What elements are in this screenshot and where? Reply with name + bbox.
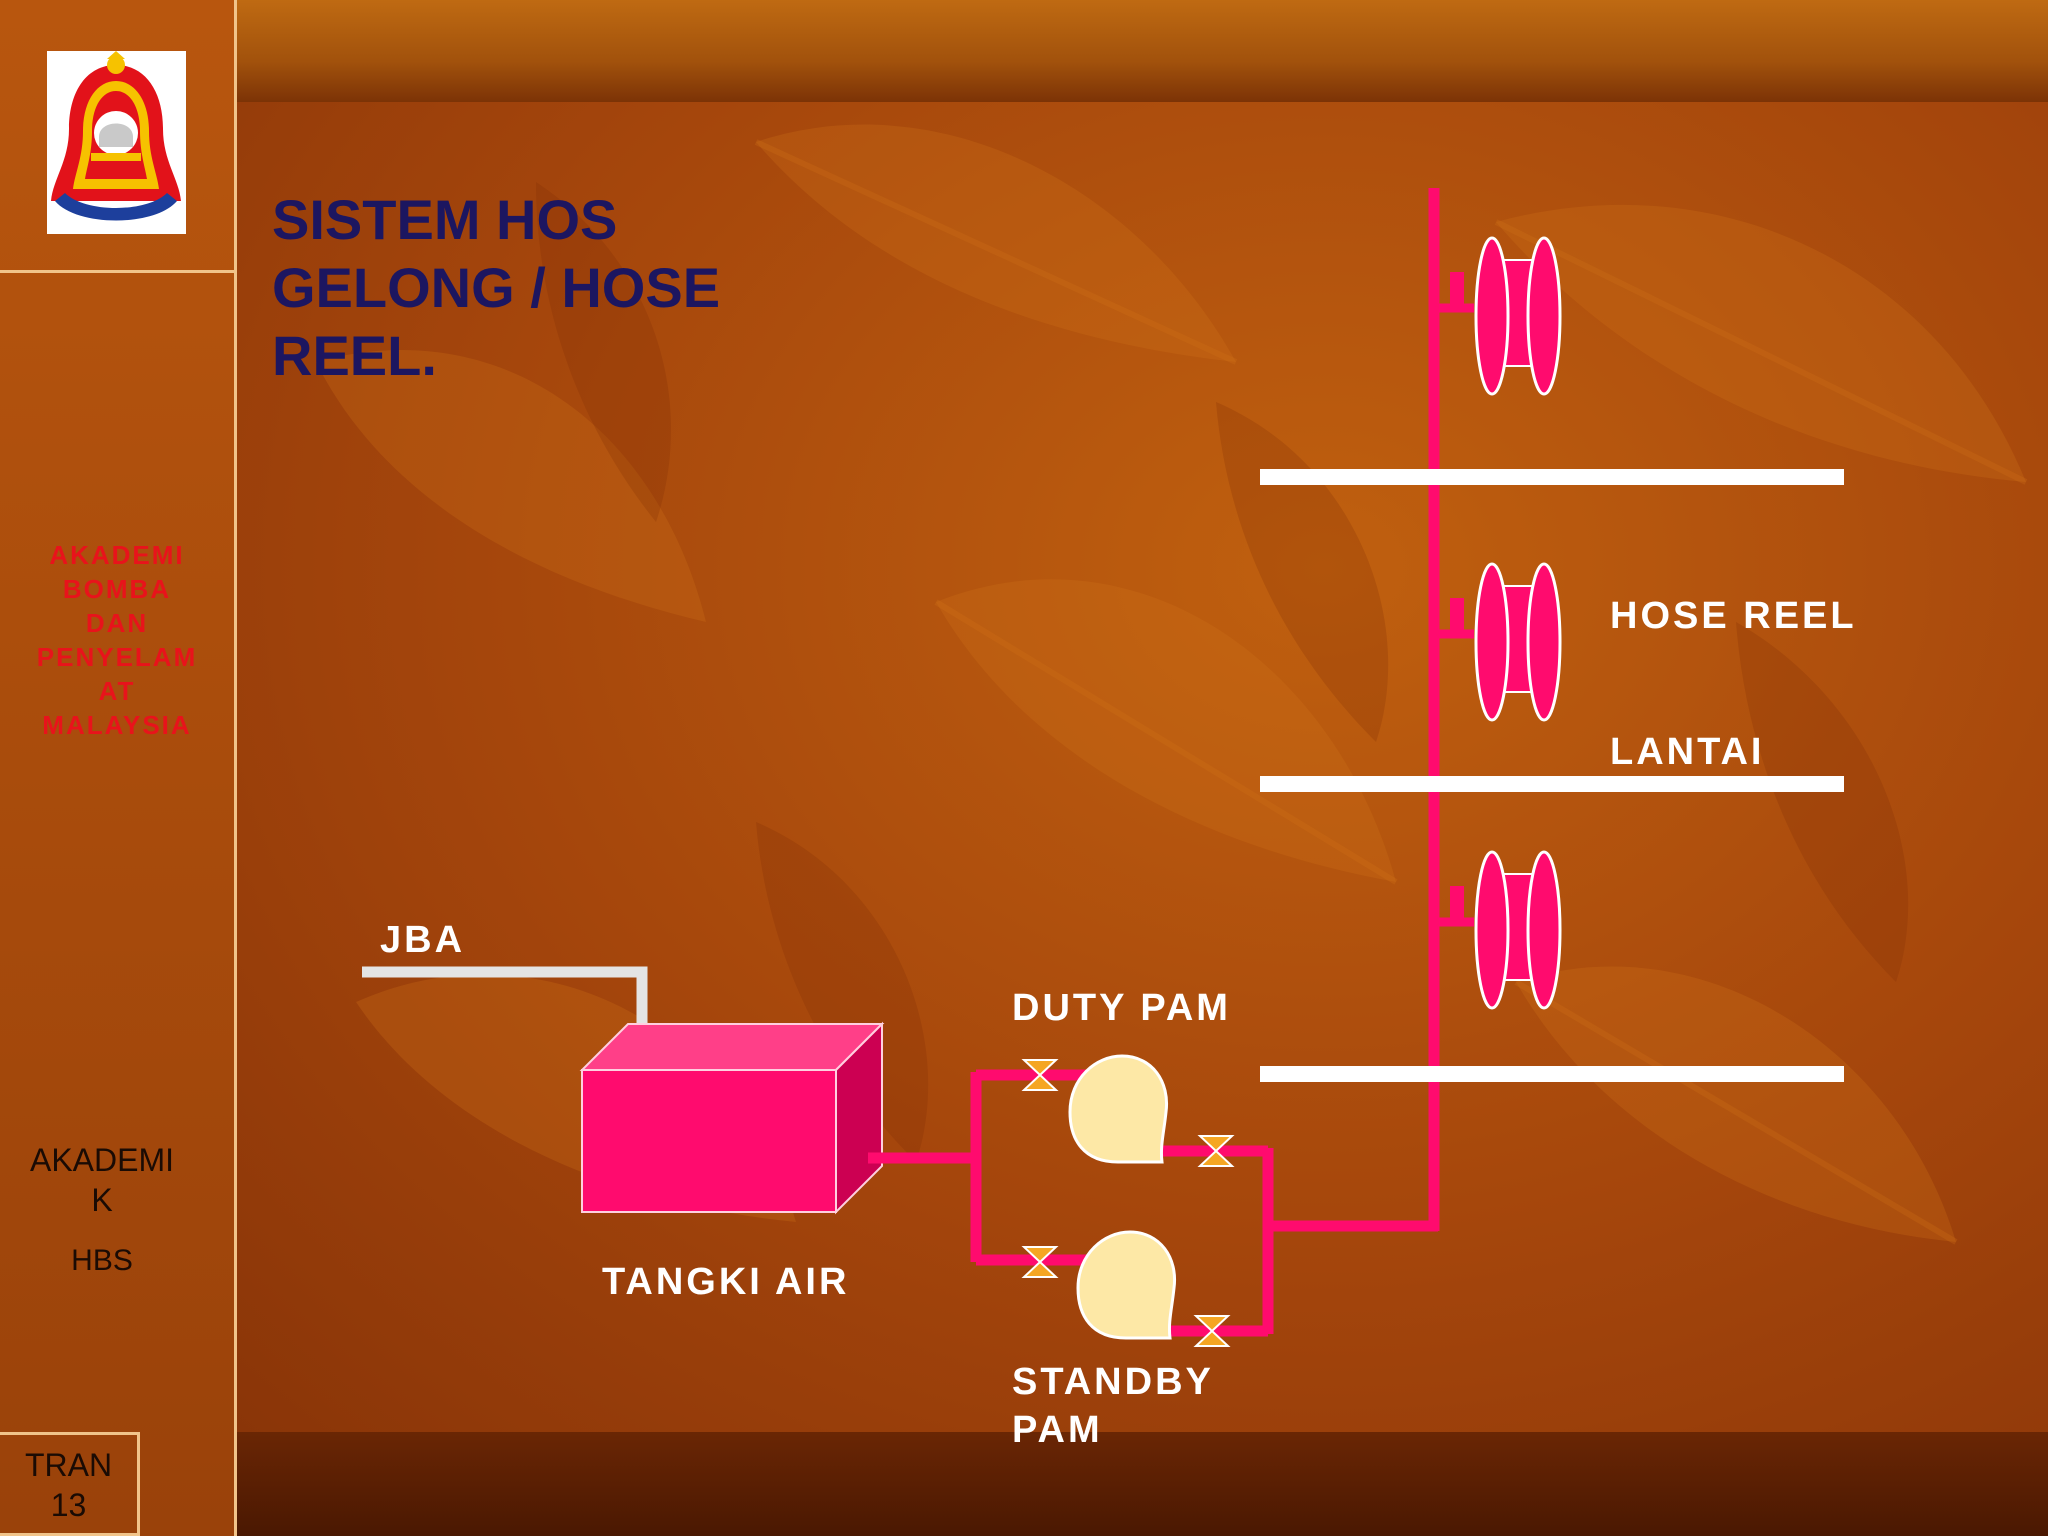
top-band: [236, 0, 2048, 102]
tran-number-box: TRAN 13: [0, 1432, 140, 1536]
valve-icon: [1021, 1059, 1059, 1091]
lantai-label: LANTAI: [1610, 731, 1765, 773]
standby-pam-label-line1: STANDBY: [1012, 1361, 1214, 1403]
discharge-pipes: [1160, 188, 1440, 1337]
tank-top: [579, 1023, 885, 1071]
akademik-line: K: [91, 1182, 113, 1218]
floor-slab: [1260, 1066, 1844, 1082]
hose-reel-icon: [1434, 562, 1562, 722]
hbs-label: HBS: [71, 1244, 133, 1277]
tran-line: TRAN: [24, 1447, 113, 1483]
valve-icon: [1193, 1315, 1231, 1347]
academy-name-line: AKADEMI: [49, 540, 185, 570]
bomba-crest-logo: [47, 51, 186, 234]
academy-name: AKADEMI BOMBA DAN PENYELAM AT MALAYSIA: [0, 538, 234, 742]
slide-title: SISTEM HOS GELONG / HOSE REEL.: [272, 188, 721, 387]
hose-reel-icon: [1434, 236, 1562, 396]
tank-front: [581, 1069, 837, 1213]
academy-name-line: BOMBA: [62, 574, 172, 604]
academy-name-line: MALAYSIA: [42, 710, 192, 740]
jba-supply-pipe: [362, 966, 648, 1034]
leaf-background-pattern: [316, 124, 2028, 1245]
academy-name-line: PENYELAM: [36, 642, 198, 672]
standby-pump: [1076, 1230, 1177, 1340]
floor-slab: [1260, 469, 1844, 485]
duty-pam-label: DUTY PAM: [1012, 987, 1231, 1029]
slide-background: [236, 102, 2048, 1432]
duty-pump: [1068, 1054, 1169, 1164]
hose-reel-label: HOSE REEL: [1610, 595, 1857, 637]
crest-icon: [51, 51, 181, 221]
floor-slabs: [1260, 469, 1844, 1082]
sidebar: AKADEMI BOMBA DAN PENYELAM AT MALAYSIA A…: [0, 0, 237, 1536]
floor-slab: [1260, 776, 1844, 792]
valve-icon: [1197, 1135, 1235, 1167]
bottom-band: [236, 1432, 2048, 1536]
akademik-label: AKADEMI K: [10, 1140, 194, 1220]
academy-name-line: DAN: [85, 608, 149, 638]
tangki-air-label: TANGKI AIR: [602, 1261, 850, 1303]
suction-pipes: [868, 1069, 1090, 1266]
hose-reel-icon: [1434, 850, 1562, 1010]
academy-name-line: AT: [98, 676, 136, 706]
standby-pam-label-line2: PAM: [1012, 1409, 1103, 1451]
valve-icon: [1021, 1246, 1059, 1278]
water-tank: [579, 1021, 885, 1215]
akademik-line: AKADEMI: [29, 1142, 175, 1178]
tran-line: 13: [50, 1487, 87, 1523]
jba-label: JBA: [380, 919, 466, 961]
logo-cell: [0, 0, 234, 273]
